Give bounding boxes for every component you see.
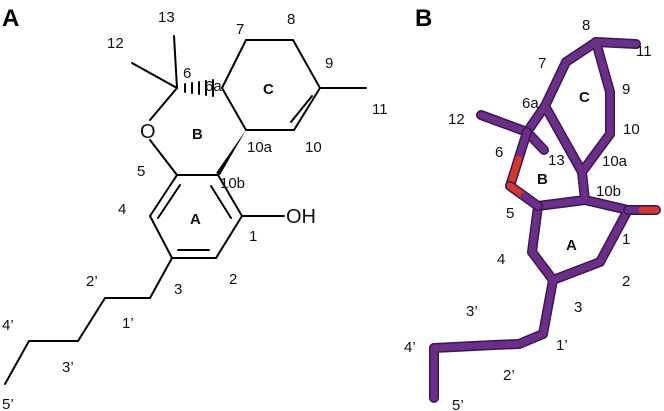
bond-2p-3p [77, 297, 106, 342]
panel-a-letter: A [2, 5, 19, 32]
atom-label-5-3d: 5 [506, 205, 514, 222]
stick-bond-a10a-a10b [578, 168, 589, 204]
stick-bond-a3-p1 [539, 276, 557, 338]
atom-label-6a-3d: 6a [522, 95, 539, 112]
panel-a: A [2, 5, 388, 411]
panel-b: B C B A 8 11 7 9 6a 12 10 6 13 10a 10b 5… [404, 5, 661, 411]
bond-10b-1 [217, 174, 243, 217]
atom-label-4: 4 [118, 201, 126, 218]
ring-b-label: B [192, 126, 203, 143]
bond-6-6a-hash [184, 79, 214, 97]
atom-label-5: 5 [137, 163, 145, 180]
bond-1-2 [215, 215, 243, 259]
stick-bond-a1-a2 [596, 206, 632, 266]
bond-10a-10b-wedge [216, 130, 246, 175]
atom-label-3p: 3’ [62, 359, 74, 376]
ring-a-label: A [190, 211, 201, 228]
atom-label-6-3d: 6 [495, 144, 503, 161]
bond-4-5-double [157, 184, 181, 219]
stick-bond-a5-a10b [534, 196, 589, 210]
stick-bond-a8-a11 [592, 38, 640, 48]
ring-a-label-3d: A [566, 237, 577, 254]
stick-bond-p1-p2 [515, 330, 547, 348]
atom-label-4-3d: 4 [497, 251, 505, 268]
bond-3-1p [149, 257, 173, 299]
atom-label-9-3d: 9 [622, 81, 630, 98]
atom-label-10-3d: 10 [623, 121, 640, 138]
bond-8-9 [292, 39, 321, 89]
bond-6-13 [173, 35, 178, 89]
atom-label-8: 8 [287, 11, 295, 28]
stick-model [429, 37, 661, 403]
stick-bond-a6a-a6 [523, 102, 549, 136]
atom-label-4p: 4’ [2, 317, 14, 334]
stick-bond-a8-a9 [592, 38, 614, 96]
bond-3-4 [149, 215, 173, 259]
bond-o-5 [149, 139, 178, 176]
atom-label-10a-3d: 10a [602, 153, 628, 170]
bond-9-10 [293, 87, 321, 131]
bond-9-10-double [290, 95, 313, 123]
atom-label-9: 9 [325, 55, 333, 72]
atom-label-8-3d: 8 [582, 17, 590, 34]
atom-label-1p: 1’ [122, 315, 134, 332]
atom-label-2p-3d: 2’ [503, 367, 515, 384]
stick-bond-a2-a3 [549, 258, 604, 284]
stick-bond-a10b-a1 [581, 196, 632, 214]
bond-4-5 [149, 174, 178, 217]
atom-label-2p: 2’ [86, 273, 98, 290]
atom-label-13-3d: 13 [548, 152, 565, 169]
panel-b-letter: B [415, 5, 432, 32]
atom-label-10a: 10a [247, 139, 273, 156]
atom-label-11-3d: 11 [636, 43, 652, 60]
stick-bond-p3-p4 [430, 341, 498, 352]
atom-label-10: 10 [305, 139, 322, 156]
atom-label-11: 11 [372, 101, 388, 118]
hydroxyl-label: OH [286, 206, 316, 228]
stick-bond-a7-a8 [562, 38, 600, 66]
stick-bond-a10-a10a [578, 130, 614, 176]
atom-label-3: 3 [174, 281, 182, 298]
atom-label-5p: 5’ [2, 396, 14, 411]
atom-label-12: 12 [107, 35, 124, 52]
stick-half-a6 [515, 128, 531, 163]
atom-label-5p-3d: 5’ [452, 397, 464, 411]
atom-label-1-3d: 1 [622, 231, 630, 248]
stick-half-a5 [520, 192, 542, 210]
atom-label-6: 6 [183, 65, 191, 82]
atom-label-7: 7 [236, 21, 244, 38]
ring-b-label-3d: B [537, 171, 548, 188]
bond-10b-1-double [210, 185, 232, 219]
atom-label-7-3d: 7 [538, 55, 546, 72]
bond-6-12 [131, 62, 178, 89]
atom-label-1: 1 [249, 228, 257, 245]
bond-6a-7 [221, 39, 247, 89]
bond-10a-6a [221, 87, 247, 131]
bond-4p-5p [4, 340, 30, 385]
ring-c-label-3d: C [579, 89, 590, 106]
atom-label-4p-3d: 4’ [404, 339, 416, 356]
atom-label-3p-3d: 3’ [466, 303, 478, 320]
atom-label-10b-3d: 10b [596, 183, 621, 200]
ring-c-label: C [263, 81, 274, 98]
atom-label-1p-3d: 1’ [556, 337, 568, 354]
stick-bond-a6a-a10a [541, 102, 586, 176]
skeletal-bonds [4, 35, 367, 385]
atom-label-12-3d: 12 [448, 111, 465, 128]
atom-label-13: 13 [158, 9, 175, 26]
stick-bond-a6a-a7 [541, 58, 570, 110]
atom-label-2-3d: 2 [622, 273, 630, 290]
stick-bond-p2-p3 [490, 340, 523, 349]
atom-label-3-3d: 3 [574, 299, 582, 316]
atom-label-6a: 6a [205, 78, 222, 95]
bond-6-o [149, 87, 178, 121]
stick-bond-a4-a5 [528, 202, 542, 256]
stick-bond-a3-a4 [528, 248, 557, 284]
oxygen-ring-label: O [140, 121, 156, 143]
atom-label-10b: 10b [220, 175, 245, 192]
atom-label-2: 2 [229, 271, 237, 288]
stick-bond-a6-a12 [477, 111, 531, 136]
